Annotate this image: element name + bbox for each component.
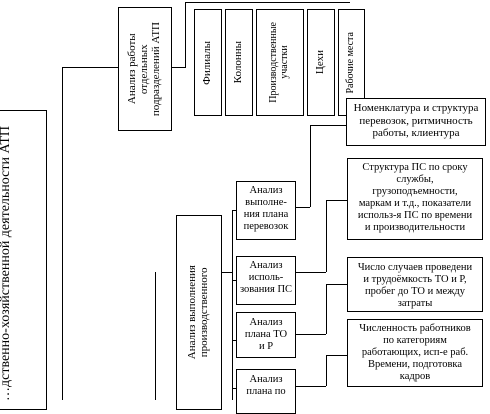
unit-box-branches: Филиалы — [194, 9, 222, 116]
detail-1-elbow-top-line — [310, 125, 346, 126]
detail-text-transport: Номенклатура и структура перевозок, ритм… — [353, 102, 479, 140]
detail-2-elbow-top-line — [326, 200, 347, 201]
unit-label-columns: Колонны — [232, 41, 245, 84]
production-to-items-line — [222, 272, 232, 273]
units-branch-vertical-line — [185, 2, 186, 68]
detail-3-elbow-h-line — [296, 334, 326, 335]
detail-text-maintenance: Число случаев проведени и трудоёмкость Т… — [357, 262, 473, 310]
analysis-item-labor-plan-label: Анализ плана по — [246, 374, 286, 398]
detail-box-rolling-stock: Структура ПС по сроку службы, грузоподъе… — [347, 158, 483, 240]
unit-box-workshops: Цехи — [307, 9, 335, 116]
root-box: …дственно-хозяйственной деятельности АТП — [0, 110, 47, 410]
detail-1-elbow-h-line — [296, 207, 310, 208]
units-analysis-label: Анализ работы отдельных подразделений АТ… — [126, 21, 162, 117]
root-trunk-line — [62, 67, 63, 400]
unit-label-workplaces: Рабочие места — [345, 31, 357, 94]
detail-box-maintenance: Число случаев проведени и трудоёмкость Т… — [347, 257, 483, 312]
detail-3-elbow-top-line — [326, 284, 347, 285]
units-top-bus-line — [185, 2, 350, 3]
root-label: …дственно-хозяйственной деятельности АТП — [0, 125, 13, 401]
items-vertical-line — [232, 210, 233, 400]
analysis-item-rolling-stock-label: Анализ исполь- зования ПС — [239, 260, 293, 296]
analysis-item-maintenance-plan: Анализ плана ТО и Р — [236, 312, 296, 358]
items-branch-1-line — [232, 210, 236, 211]
production-analysis-box: Анализ выполнения производственного — [176, 215, 222, 410]
detail-1-elbow-v-line — [310, 125, 311, 207]
analysis-item-labor-plan: Анализ плана по — [236, 369, 296, 414]
analysis-item-transport-plan: Анализ выполне- ния плана перевозок — [236, 181, 296, 240]
unit-label-production-sites: Производственные участки — [268, 22, 290, 103]
analysis-item-rolling-stock: Анализ исполь- зования ПС — [236, 256, 296, 305]
unit-box-production-sites: Производственные участки — [256, 9, 304, 116]
connector-to-units-analysis — [62, 67, 118, 68]
detail-4-elbow-top-line — [326, 355, 347, 356]
unit-label-workshops: Цехи — [314, 50, 327, 75]
units-analysis-box: Анализ работы отдельных подразделений АТ… — [118, 7, 172, 131]
detail-2-elbow-v-line — [326, 200, 327, 272]
detail-4-elbow-v-line — [326, 355, 327, 386]
production-analysis-label: Анализ выполнения производственного — [186, 265, 210, 360]
detail-3-elbow-v-line — [326, 284, 327, 334]
root-to-production-line — [155, 272, 156, 400]
items-branch-4-line — [232, 388, 236, 389]
unit-label-branches: Филиалы — [201, 40, 214, 85]
detail-box-labor: Численность работников по категориям раб… — [347, 319, 483, 387]
detail-text-rolling-stock: Структура ПС по сроку службы, грузоподъе… — [357, 162, 473, 234]
detail-box-transport: Номенклатура и структура перевозок, ритм… — [346, 98, 486, 146]
units-analysis-to-branch-line — [172, 67, 185, 68]
analysis-item-maintenance-plan-label: Анализ плана ТО и Р — [244, 317, 288, 353]
detail-text-labor: Численность работников по категориям раб… — [359, 323, 471, 383]
detail-2-elbow-h-line — [296, 272, 326, 273]
unit-box-columns: Колонны — [225, 9, 253, 116]
items-branch-3-line — [232, 340, 236, 341]
detail-4-elbow-h-line — [296, 386, 326, 387]
items-branch-2-line — [232, 280, 236, 281]
analysis-item-transport-plan-label: Анализ выполне- ния плана перевозок — [243, 185, 289, 233]
